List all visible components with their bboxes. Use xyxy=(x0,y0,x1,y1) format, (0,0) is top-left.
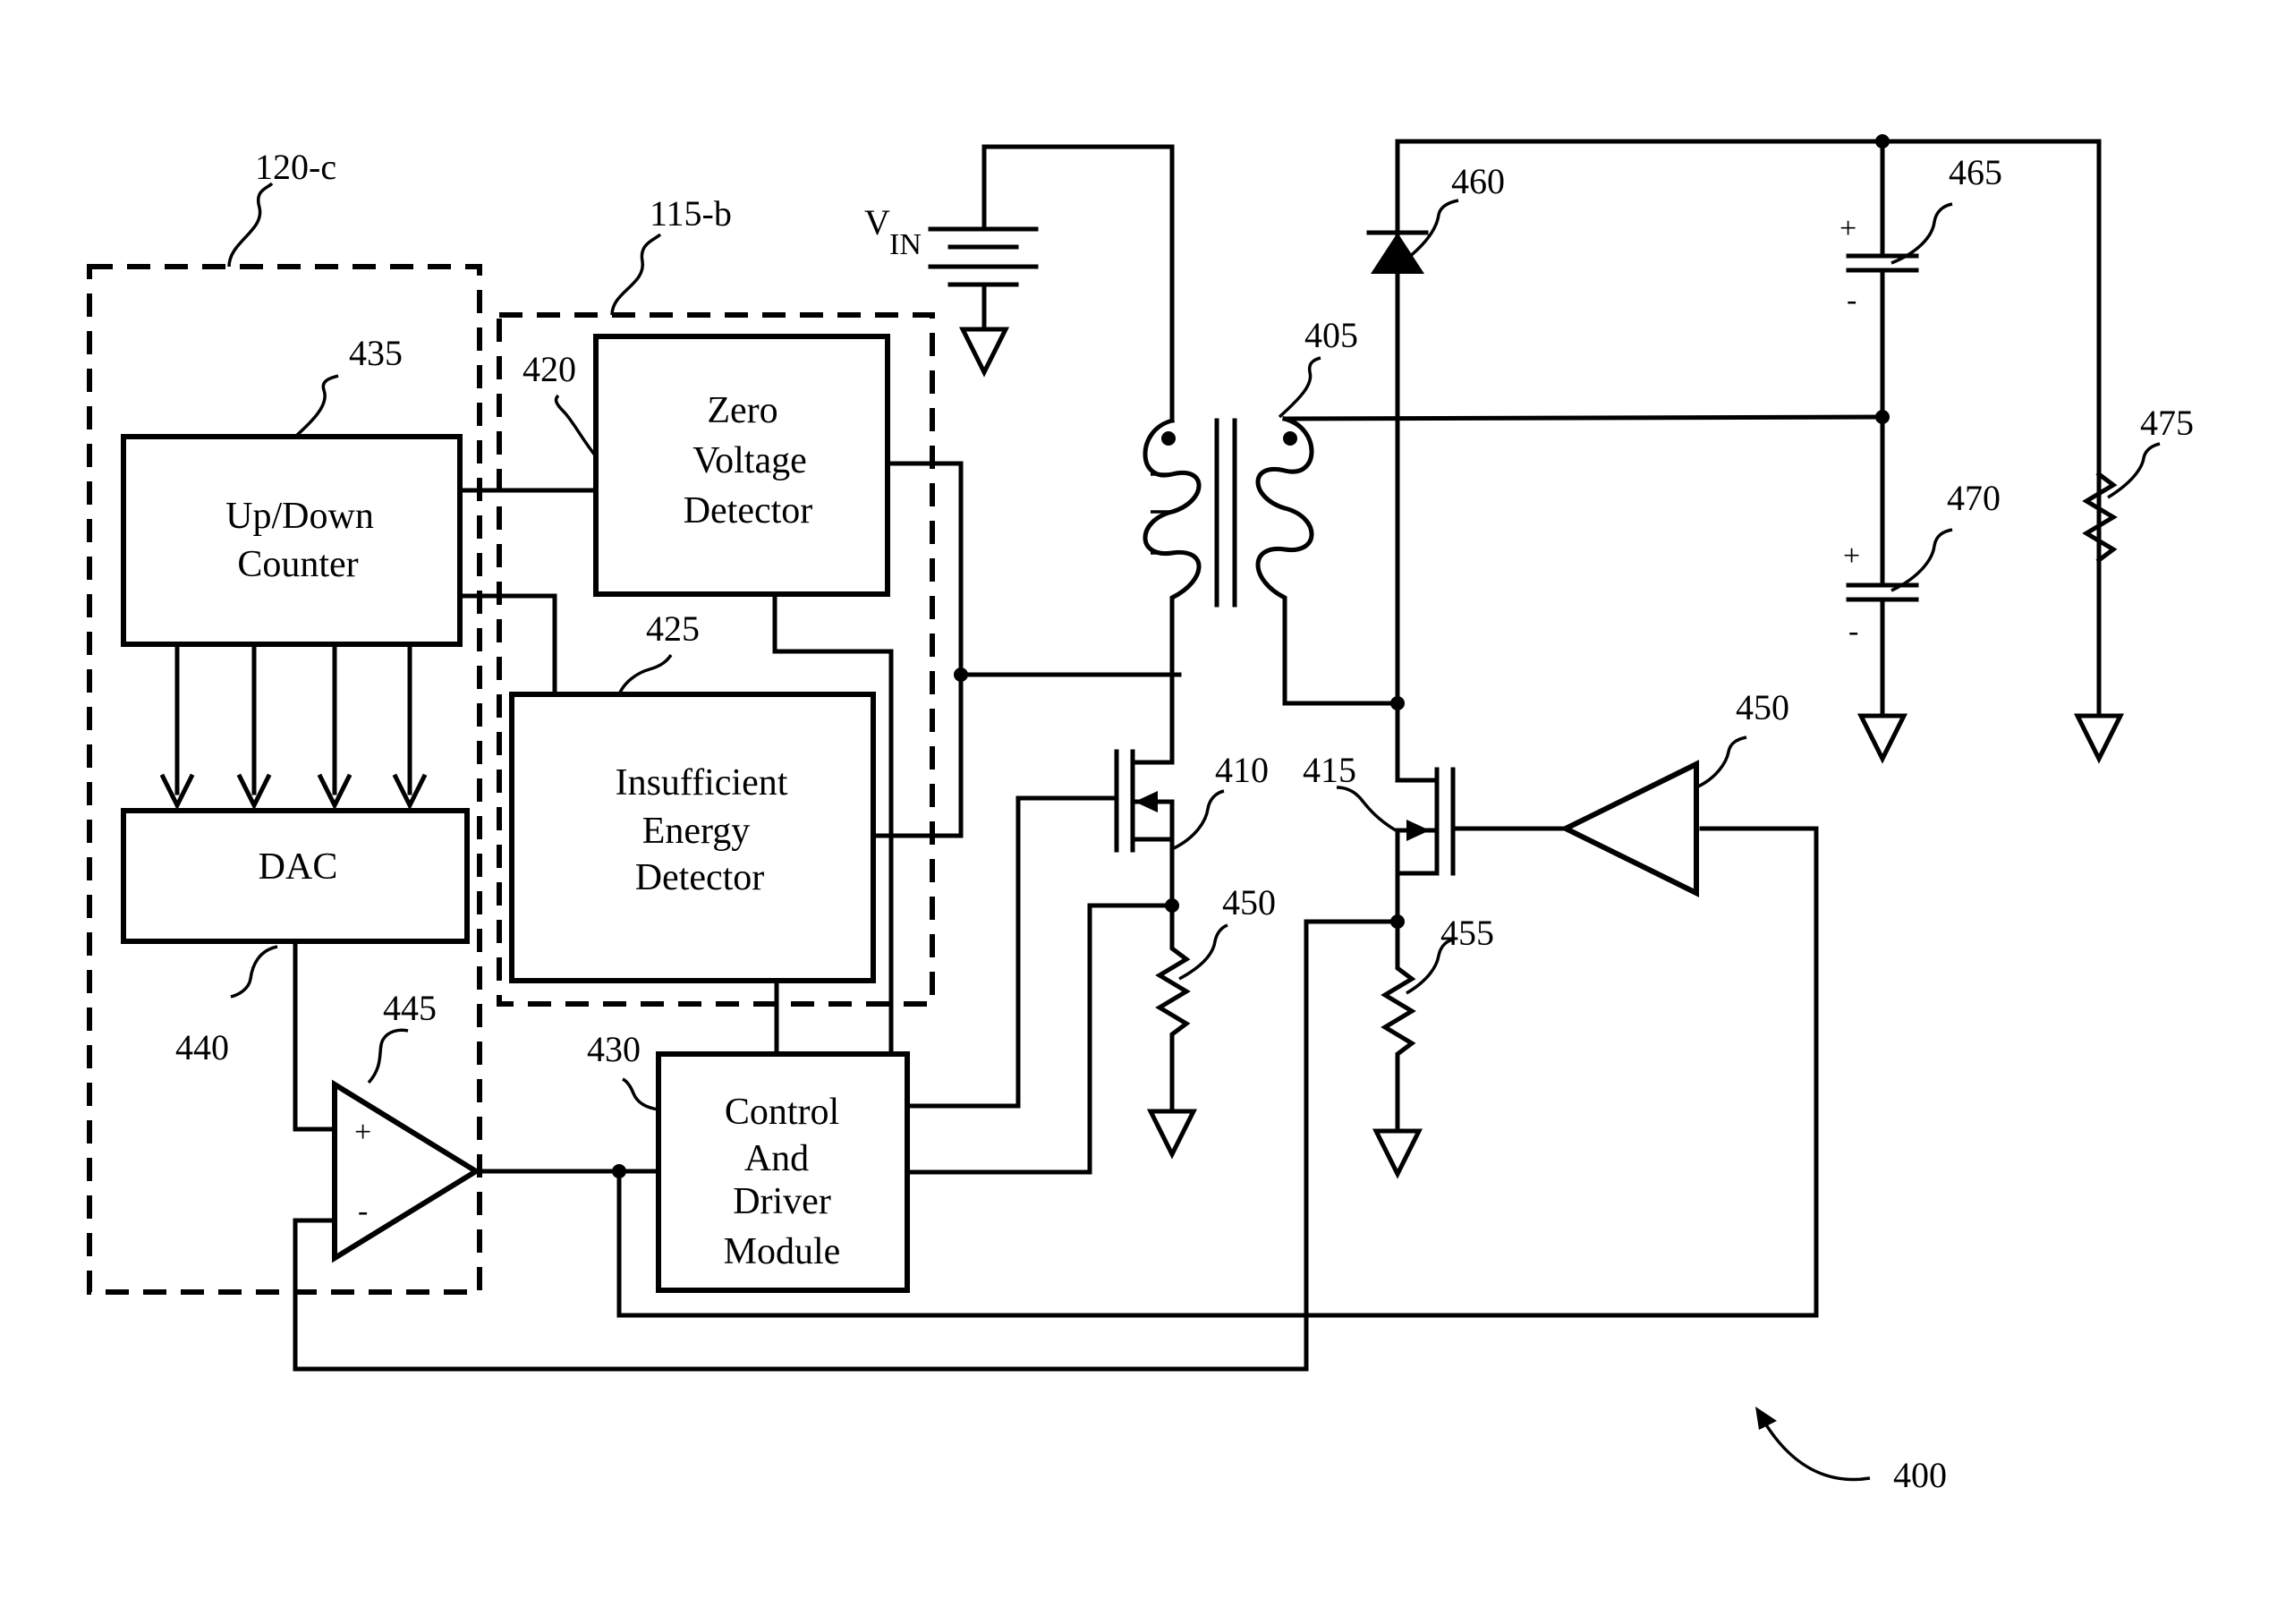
comparator-plus: + xyxy=(354,1116,371,1149)
dac-label: DAC xyxy=(259,846,338,888)
primary-sense-resistor xyxy=(1151,898,1194,1154)
zero-voltage-line-1: Zero xyxy=(707,390,777,431)
comparator-ref: 445 xyxy=(383,988,437,1028)
group-120c-leader xyxy=(229,183,272,267)
capacitor-465-plus: + xyxy=(1839,212,1856,245)
zero-voltage-ref: 420 xyxy=(523,349,576,389)
diode-ref: 460 xyxy=(1451,161,1505,201)
counter-leader xyxy=(295,376,338,437)
diode-leader xyxy=(1408,200,1458,258)
dac-ref: 440 xyxy=(175,1027,229,1067)
transformer-leader xyxy=(1279,358,1321,417)
driver-line-1: Control xyxy=(725,1092,839,1133)
transformer xyxy=(1145,417,1882,703)
driver-line-3: Driver xyxy=(733,1181,831,1222)
capacitor-470-minus: - xyxy=(1848,615,1858,648)
capacitor-470-ref: 470 xyxy=(1947,478,2001,518)
output-grounds xyxy=(1861,716,2120,759)
output-rail xyxy=(1398,134,2099,714)
driver-leader xyxy=(623,1079,658,1110)
amplifier-leader xyxy=(1696,737,1746,787)
counter-line-1: Up/Down xyxy=(225,496,374,537)
group-115b-leader xyxy=(612,234,660,315)
capacitor-465 xyxy=(1848,141,1916,424)
insufficient-energy-ref: 425 xyxy=(646,608,700,649)
counter-line-2: Counter xyxy=(237,544,358,585)
insufficient-energy-line-3: Detector xyxy=(635,857,765,898)
capacitor-465-ref: 465 xyxy=(1949,152,2002,192)
transformer-ref: 405 xyxy=(1304,315,1358,355)
driver-line-4: Module xyxy=(724,1231,841,1272)
dac-leader xyxy=(231,947,277,997)
counter-ref: 435 xyxy=(349,333,403,373)
zero-voltage-line-3: Detector xyxy=(684,490,813,531)
capacitor-465-minus: - xyxy=(1847,284,1856,317)
vin-source xyxy=(930,147,1172,421)
group-120c-label: 120-c xyxy=(255,147,336,187)
comparator-minus: - xyxy=(358,1195,368,1228)
counter-block xyxy=(123,437,460,644)
load-resistor-leader xyxy=(2108,444,2160,497)
primary-switch xyxy=(1117,675,1172,906)
figure-arrow xyxy=(1763,1419,1870,1480)
figure-number: 400 xyxy=(1893,1455,1947,1495)
capacitor-470-plus: + xyxy=(1843,540,1860,573)
zero-voltage-leader xyxy=(557,395,596,456)
vin-subscript: IN xyxy=(889,228,922,261)
comparator xyxy=(335,1084,476,1258)
secondary-switch-leader xyxy=(1337,787,1396,830)
primary-sense-leader xyxy=(1179,925,1228,979)
amplifier xyxy=(1566,764,1696,893)
secondary-switch-ref: 415 xyxy=(1303,750,1356,790)
diode xyxy=(1369,233,1426,274)
group-115b-label: 115-b xyxy=(650,193,732,234)
capacitor-470-leader xyxy=(1891,530,1952,591)
secondary-sense-ref: 455 xyxy=(1440,913,1494,953)
amplifier-ref: 450 xyxy=(1736,687,1789,727)
primary-sense-ref: 450 xyxy=(1222,882,1276,923)
secondary-switch xyxy=(1390,696,1566,922)
insufficient-energy-line-2: Energy xyxy=(642,811,751,852)
insufficient-energy-leader xyxy=(619,655,671,694)
load-resistor-ref: 475 xyxy=(2140,403,2194,443)
insufficient-energy-line-1: Insufficient xyxy=(616,762,788,803)
driver-ref: 430 xyxy=(587,1029,641,1069)
secondary-sense-resistor xyxy=(1376,914,1419,1174)
primary-switch-ref: 410 xyxy=(1215,750,1269,790)
primary-switch-leader xyxy=(1174,791,1224,848)
comparator-leader xyxy=(369,1030,408,1083)
zero-voltage-line-2: Voltage xyxy=(692,440,807,481)
vin-label: V xyxy=(864,202,890,242)
driver-line-2: And xyxy=(744,1138,809,1179)
counter-dac-bus xyxy=(163,646,424,805)
